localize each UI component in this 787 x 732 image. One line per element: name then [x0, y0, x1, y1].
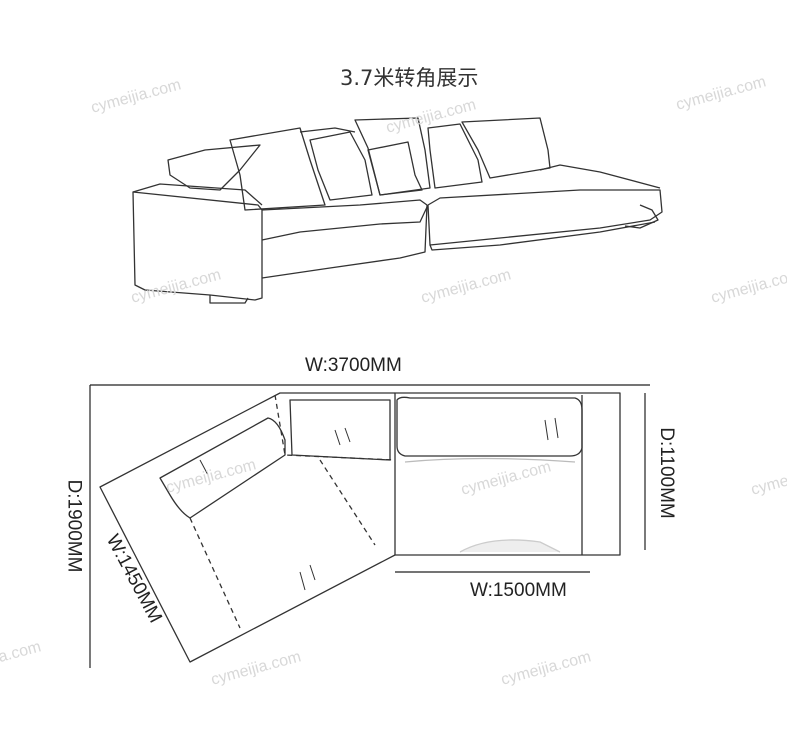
sofa-top-view	[99, 392, 621, 663]
total-depth-label: D:1900MM	[63, 479, 85, 573]
dimension-lines	[89, 384, 650, 668]
sofa-perspective-view	[132, 117, 663, 304]
title: 3.7米转角展示	[340, 66, 479, 90]
chaise-depth-label: D:1100MM	[655, 427, 677, 519]
chaise-width-label: W:1500MM	[470, 580, 567, 601]
total-width-label: W:3700MM	[305, 355, 402, 376]
